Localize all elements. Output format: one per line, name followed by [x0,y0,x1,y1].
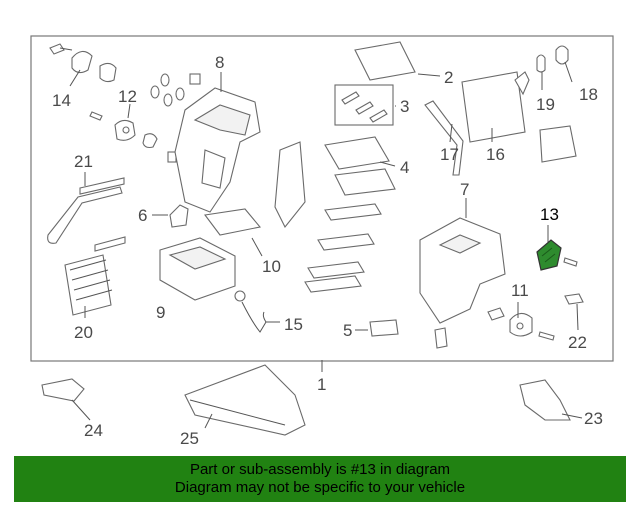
banner-line-1: Part or sub-assembly is #13 in diagram [189,461,451,478]
callout-13: 13 [540,205,559,224]
callout-12: 12 [118,87,137,106]
callout-11: 11 [511,281,529,300]
callout-5: 5 [343,321,352,340]
part-10-tray [204,208,262,236]
callout-1: 1 [317,375,326,394]
callout-21: 21 [74,152,93,171]
part-25-shroud [184,364,306,436]
part-22-bracket [564,293,584,305]
parts-diagram: 1 2 3 4 5 6 7 8 9 10 11 12 13 14 15 16 1… [30,35,614,448]
callout-8: 8 [215,53,224,72]
part-3-cartridge-set [334,84,394,126]
duct-panel [274,141,306,229]
callout-22: 22 [568,333,587,352]
callout-9: 9 [156,303,165,322]
small-clips [150,73,201,171]
part-19-clip [536,54,546,73]
callout-24: 24 [84,421,103,440]
part-5-seal [369,319,399,337]
part-7-blower-housing [419,217,506,349]
callout-19: 19 [536,95,555,114]
filter-stack [304,168,396,293]
callout-20: 20 [74,323,93,342]
callout-16: 16 [486,145,505,164]
callout-4: 4 [400,158,409,177]
info-banner: Part or sub-assembly is #13 in diagram D… [14,456,626,502]
part-9-case-lower [159,237,236,301]
callout-15: 15 [284,315,303,334]
callout-3: 3 [400,97,409,116]
part-16-evaporator [461,71,530,143]
screw-13 [563,257,578,267]
callout-14: 14 [52,91,71,110]
part-23-duct [519,379,571,421]
callout-10: 10 [262,257,281,276]
callout-25: 25 [180,429,199,448]
part-13-highlighted[interactable] [536,239,562,271]
callout-23: 23 [584,409,603,428]
part-15-drain-hose [234,290,267,333]
sensor-plate [539,125,577,163]
callout-17: 17 [440,145,459,164]
part-11-actuator [487,307,555,341]
part-4-filter [324,136,390,170]
part-12-actuator [89,111,158,149]
part-24-duct [41,378,85,402]
part-20-heater-core [64,236,126,316]
callout-6: 6 [138,206,147,225]
callout-labels: 1 2 3 4 5 6 7 8 9 10 11 12 13 14 15 16 1… [52,53,603,448]
banner-line-2: Diagram may not be specific to your vehi… [174,479,466,496]
callout-7: 7 [460,180,469,199]
part-21-pipe [47,177,125,244]
part-17-strip [424,100,464,176]
callout-2: 2 [444,68,453,87]
part-14-bracket [49,43,117,83]
part-2-filter-cover [354,41,416,81]
part-18-grommet [555,45,569,65]
callout-18: 18 [579,85,598,104]
part-8-case-upper [174,87,261,213]
leader-lines [69,61,583,429]
part-6-seal [169,204,189,228]
